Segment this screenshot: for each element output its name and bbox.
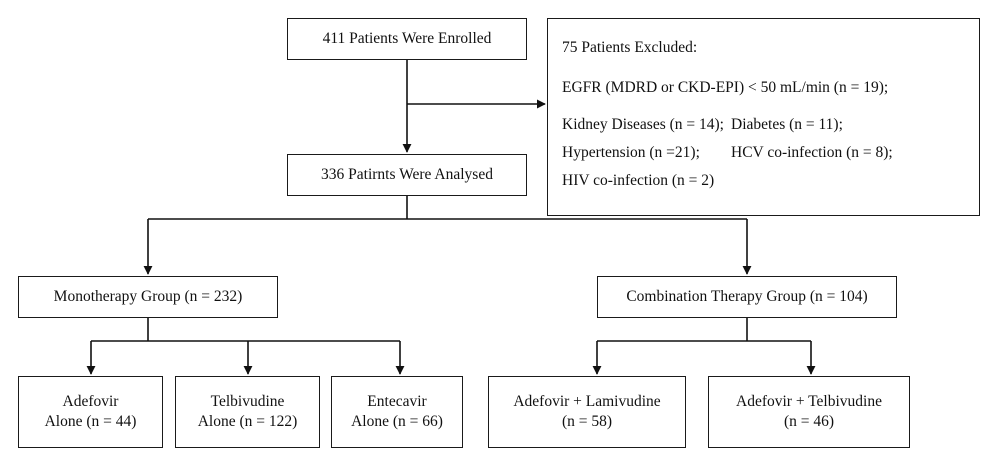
- adefovir-line1: Adefovir: [62, 392, 119, 410]
- enrolled-box: 411 Patients Were Enrolled: [287, 18, 527, 60]
- excluded-diabetes: Diabetes (n = 11);: [731, 116, 843, 133]
- adefovir-box: Adefovir Alone (n = 44): [18, 376, 163, 448]
- analysed-label: 336 Patirnts Were Analysed: [321, 165, 493, 183]
- combination-label: Combination Therapy Group (n = 104): [626, 287, 868, 305]
- entecavir-line1: Entecavir: [367, 392, 427, 410]
- monotherapy-label: Monotherapy Group (n = 232): [53, 287, 243, 305]
- analysed-box: 336 Patirnts Were Analysed: [287, 154, 527, 196]
- telbivudine-box: Telbivudine Alone (n = 122): [175, 376, 320, 448]
- adefovir-telbivudine-line2: (n = 46): [783, 413, 835, 430]
- excluded-hiv: HIV co-infection (n = 2): [562, 172, 715, 189]
- monotherapy-box: Monotherapy Group (n = 232): [18, 276, 278, 318]
- adefovir-lamivudine-box: Adefovir + Lamivudine (n = 58): [488, 376, 686, 448]
- enrolled-label: 411 Patients Were Enrolled: [322, 29, 492, 47]
- telbivudine-line2: Alone (n = 122): [197, 413, 298, 430]
- excluded-hypertension: Hypertension (n =21);: [562, 144, 700, 161]
- adefovir-lamivudine-line2: (n = 58): [561, 413, 613, 430]
- combination-box: Combination Therapy Group (n = 104): [597, 276, 897, 318]
- adefovir-line2: Alone (n = 44): [44, 413, 137, 430]
- entecavir-line2: Alone (n = 66): [351, 413, 443, 430]
- excluded-box: 75 Patients Excluded: EGFR (MDRD or CKD-…: [547, 18, 980, 216]
- entecavir-box: Entecavir Alone (n = 66): [331, 376, 463, 448]
- adefovir-telbivudine-box: Adefovir + Telbivudine (n = 46): [708, 376, 910, 448]
- excluded-title: 75 Patients Excluded:: [562, 39, 698, 56]
- excluded-hcv: HCV co-infection (n = 8);: [731, 144, 893, 161]
- adefovir-telbivudine-line1: Adefovir + Telbivudine: [736, 392, 882, 410]
- telbivudine-line1: Telbivudine: [210, 392, 285, 410]
- excluded-kidney: Kidney Diseases (n = 14);: [562, 116, 724, 133]
- adefovir-lamivudine-line1: Adefovir + Lamivudine: [513, 392, 661, 410]
- excluded-egfr: EGFR (MDRD or CKD-EPI) < 50 mL/min (n = …: [562, 79, 889, 96]
